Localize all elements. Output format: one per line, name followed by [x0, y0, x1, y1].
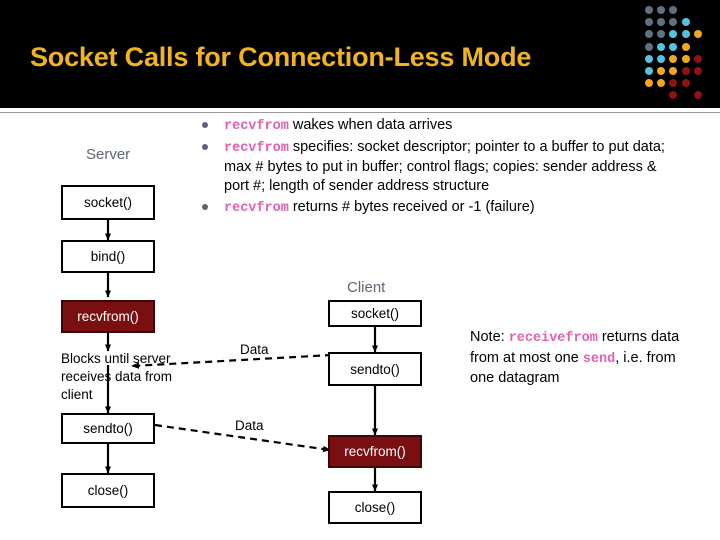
motif-dot — [693, 91, 702, 100]
node-client-sendto[interactable]: sendto() — [328, 352, 422, 386]
motif-dot — [657, 6, 666, 14]
note-prefix: Note: — [470, 329, 509, 345]
motif-dot — [657, 30, 666, 39]
motif-dot — [657, 54, 666, 63]
motif-dot — [657, 42, 666, 51]
motif-dot — [681, 42, 690, 51]
bullet-item: recvfrom wakes when data arrives — [196, 116, 676, 136]
bullet-item: recvfrom returns # bytes received or -1 … — [196, 198, 676, 218]
motif-dot — [669, 79, 678, 88]
code-token: recvfrom — [224, 201, 289, 216]
motif-dot — [645, 6, 653, 14]
motif-dot — [669, 91, 678, 100]
note-suffix: , i.e. from one datagram — [470, 349, 676, 387]
motif-dot — [669, 42, 678, 51]
motif-dot — [681, 67, 690, 75]
client-column-label: Client — [347, 279, 386, 296]
edge-label-data-upper: Data — [238, 342, 271, 357]
bullet-dot-icon — [202, 144, 208, 150]
code-token: recvfrom — [224, 141, 289, 156]
motif-dot — [693, 30, 702, 39]
dot-grid-motif-decoration — [645, 6, 717, 102]
motif-dot — [681, 54, 690, 63]
code-token: recvfrom — [224, 119, 289, 134]
server-column-label: Server — [86, 146, 131, 163]
motif-dot — [681, 18, 690, 27]
motif-dot — [693, 54, 702, 63]
node-client-recvfrom[interactable]: recvfrom() — [328, 435, 422, 468]
page-title: Socket Calls for Connection-Less Mode — [30, 42, 532, 72]
server-blocking-annotation: Blocks until server receives data from c… — [61, 351, 173, 402]
title-banner: Socket Calls for Connection-Less Mode — [0, 0, 720, 108]
motif-dot — [669, 6, 678, 14]
bullet-text: wakes when data arrives — [288, 117, 453, 133]
motif-dot — [693, 67, 702, 75]
node-server-bind[interactable]: bind() — [61, 240, 155, 273]
node-server-recvfrom[interactable]: recvfrom() — [61, 300, 155, 333]
bullet-item: recvfrom specifies: socket descriptor; p… — [196, 138, 676, 196]
motif-dot — [645, 18, 653, 27]
motif-dot — [681, 79, 690, 88]
note-code-receivefrom: receivefrom — [508, 331, 598, 346]
motif-dot — [657, 79, 666, 88]
motif-dot — [669, 30, 678, 39]
note-block: Note: receivefrom returns data from at m… — [470, 328, 685, 389]
bullet-text: specifies: socket descriptor; pointer to… — [224, 139, 665, 194]
node-client-socket[interactable]: socket() — [328, 300, 422, 327]
node-client-close[interactable]: close() — [328, 491, 422, 524]
motif-dot — [645, 54, 653, 63]
motif-dot — [645, 42, 653, 51]
bullet-list: recvfrom wakes when data arrives recvfro… — [196, 116, 676, 220]
bullet-dot-icon — [202, 204, 208, 210]
motif-dot — [681, 30, 690, 39]
note-middle: returns data from at most one — [470, 329, 680, 366]
node-server-socket[interactable]: socket() — [61, 185, 155, 220]
motif-dot — [669, 54, 678, 63]
bullet-dot-icon — [202, 122, 208, 128]
note-code-send: send — [582, 351, 616, 367]
motif-dot — [669, 18, 678, 27]
title-divider — [0, 112, 720, 113]
motif-dot — [645, 67, 653, 75]
motif-dot — [645, 79, 653, 88]
motif-dot — [657, 18, 666, 27]
edge-label-data-lower: Data — [233, 418, 266, 433]
motif-dot — [669, 67, 678, 75]
bullet-text: returns # bytes received or -1 (failure) — [288, 199, 535, 215]
node-server-sendto[interactable]: sendto() — [61, 413, 155, 444]
motif-dot — [645, 30, 653, 39]
motif-dot — [657, 67, 666, 75]
node-server-close[interactable]: close() — [61, 473, 155, 508]
